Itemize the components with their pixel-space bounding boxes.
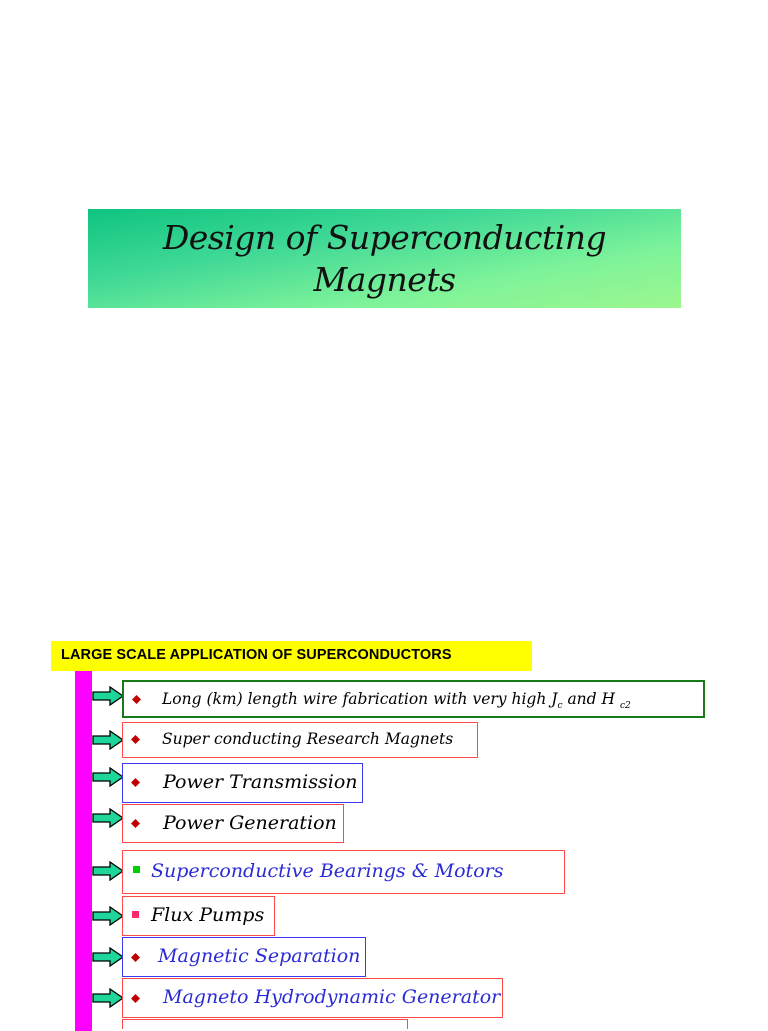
- list-item: Superconductive Bearings & Motors: [122, 850, 565, 894]
- square-bullet-icon: [132, 911, 139, 918]
- item-label-research-magnets: Super conducting Research Magnets: [162, 730, 454, 748]
- square-bullet-icon: [133, 866, 140, 873]
- arrow-icon: [92, 947, 124, 967]
- diamond-bullet-icon: [131, 953, 140, 962]
- item-text-and: and H: [562, 690, 620, 708]
- title-line-1: Design of Superconducting: [162, 218, 607, 257]
- list-item: Long (km) length wire fabrication with v…: [122, 680, 705, 718]
- slide-title: Design of Superconducting Magnets: [88, 217, 681, 301]
- arrow-icon: [92, 906, 124, 926]
- item-label-flux-pumps: Flux Pumps: [151, 904, 265, 926]
- arrow-icon: [92, 767, 124, 787]
- item-label-long-length-wire: Long (km) length wire fabrication with v…: [162, 690, 631, 711]
- item-label-power-generation: Power Generation: [163, 812, 337, 834]
- arrow-icon: [92, 988, 124, 1008]
- section-heading: LARGE SCALE APPLICATION OF SUPERCONDUCTO…: [51, 641, 532, 671]
- list-item: Flux Pumps: [122, 896, 275, 936]
- item-label-mhd-generator: Magneto Hydrodynamic Generator: [163, 986, 501, 1008]
- title-line-2: Magnets: [313, 260, 456, 299]
- diamond-bullet-icon: [131, 735, 140, 744]
- list-item: Magneto Hydrodynamic Generator: [122, 978, 503, 1018]
- list-item: Magnetic Separation: [122, 937, 366, 977]
- item-label-bearings-motors: Superconductive Bearings & Motors: [151, 860, 504, 882]
- subscript-c2: c2: [619, 701, 631, 712]
- title-banner: Design of Superconducting Magnets: [88, 209, 681, 308]
- arrow-icon: [92, 730, 124, 750]
- arrow-icon: [92, 808, 124, 828]
- section-heading-text: LARGE SCALE APPLICATION OF SUPERCONDUCTO…: [61, 647, 452, 663]
- arrow-icon: [92, 686, 124, 706]
- diamond-bullet-icon: [131, 994, 140, 1003]
- item-text: Long (km) length wire fabrication with v…: [162, 690, 558, 708]
- vertical-connector-bar: [75, 671, 92, 1031]
- item-label-power-transmission: Power Transmission: [163, 771, 358, 793]
- diamond-bullet-icon: [131, 778, 140, 787]
- item-label-magnetic-separation: Magnetic Separation: [158, 945, 361, 967]
- list-item: Super conducting Research Magnets: [122, 722, 478, 758]
- subscript-c: c: [557, 701, 563, 712]
- arrow-icon: [92, 861, 124, 881]
- diamond-bullet-icon: [131, 819, 140, 828]
- list-item-partial: [122, 1019, 408, 1029]
- diamond-bullet-icon: [132, 695, 141, 704]
- list-item: Power Generation: [122, 804, 344, 843]
- list-item: Power Transmission: [122, 763, 363, 803]
